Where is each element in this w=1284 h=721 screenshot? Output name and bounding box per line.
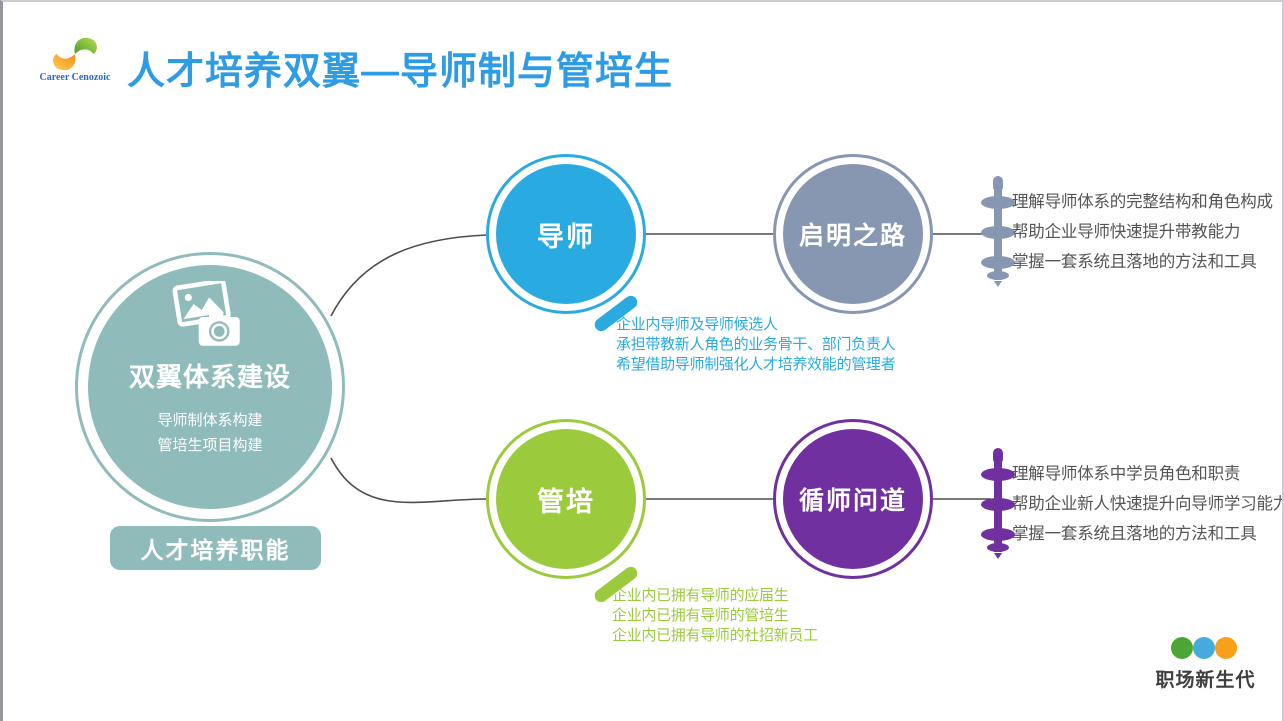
- trainee-result-circle: 循师问道: [773, 419, 933, 579]
- mentor-audience-list: 企业内导师及导师候选人 承担带教新人角色的业务骨干、部门负责人 希望借助导师制强…: [616, 315, 896, 375]
- mentor-circle-label: 导师: [496, 164, 636, 304]
- audience-line: 希望借助导师制强化人才培养效能的管理者: [616, 356, 896, 373]
- hub-subtitle-line: 导师制体系构建: [157, 412, 263, 429]
- outcome-line: 掌握一套系统且落地的方法和工具: [1012, 253, 1257, 271]
- trainee-circle-label: 管培: [496, 429, 636, 569]
- hub-circle: 双翼体系建设 导师制体系构建 管培生项目构建: [75, 252, 345, 522]
- outcome-line: 掌握一套系统且落地的方法和工具: [1012, 525, 1257, 543]
- outcome-marker-pillar: [978, 448, 1018, 562]
- footer-brand-dots: [1171, 637, 1237, 659]
- outcome-line: 理解导师体系中学员角色和职责: [1012, 465, 1241, 483]
- photo-camera-icon: [172, 281, 240, 346]
- trainee-outcome-list: 理解导师体系中学员角色和职责 帮助企业新人快速提升向导师学习能力 掌握一套系统且…: [1012, 459, 1284, 549]
- footer-brand-text: 职场新生代: [1155, 670, 1256, 691]
- audience-line: 企业内导师及导师候选人: [616, 316, 778, 333]
- outcome-line: 帮助企业新人快速提升向导师学习能力: [1012, 495, 1284, 513]
- audience-line: 企业内已拥有导师的应届生: [612, 587, 789, 604]
- hub-label-pill: 人才培养职能: [110, 526, 321, 570]
- page-title: 人才培养双翼—导师制与管培生: [127, 51, 674, 93]
- mentor-circle: 导师: [486, 154, 646, 314]
- orange-dot-icon: [1215, 637, 1237, 659]
- career-cenozoic-logo-icon: [53, 37, 97, 71]
- audience-line: 企业内已拥有导师的管培生: [612, 607, 789, 624]
- hub-subtitle: 导师制体系构建 管培生项目构建: [157, 408, 262, 458]
- mentor-result-circle: 启明之路: [773, 154, 933, 314]
- trainee-result-label: 循师问道: [783, 429, 923, 569]
- outcome-marker-pillar: [978, 176, 1018, 290]
- mentor-outcome-list: 理解导师体系的完整结构和角色构成 帮助企业导师快速提升带教能力 掌握一套系统且落…: [1012, 187, 1273, 277]
- logo-brand-text: Career Cenozoic: [39, 72, 111, 83]
- connector-lines: [330, 233, 991, 504]
- audience-line: 承担带教新人角色的业务骨干、部门负责人: [616, 336, 896, 353]
- mentor-result-label: 启明之路: [783, 164, 923, 304]
- green-dot-icon: [1171, 637, 1193, 659]
- outcome-line: 理解导师体系的完整结构和角色构成: [1012, 193, 1273, 211]
- audience-line: 企业内已拥有导师的社招新员工: [612, 627, 818, 644]
- trainee-audience-list: 企业内已拥有导师的应届生 企业内已拥有导师的管培生 企业内已拥有导师的社招新员工: [612, 586, 818, 646]
- outcome-line: 帮助企业导师快速提升带教能力: [1012, 223, 1241, 241]
- hub-title: 双翼体系建设: [128, 362, 291, 392]
- blue-dot-icon: [1193, 637, 1215, 659]
- hub-subtitle-line: 管培生项目构建: [157, 437, 263, 454]
- trainee-circle: 管培: [486, 419, 646, 579]
